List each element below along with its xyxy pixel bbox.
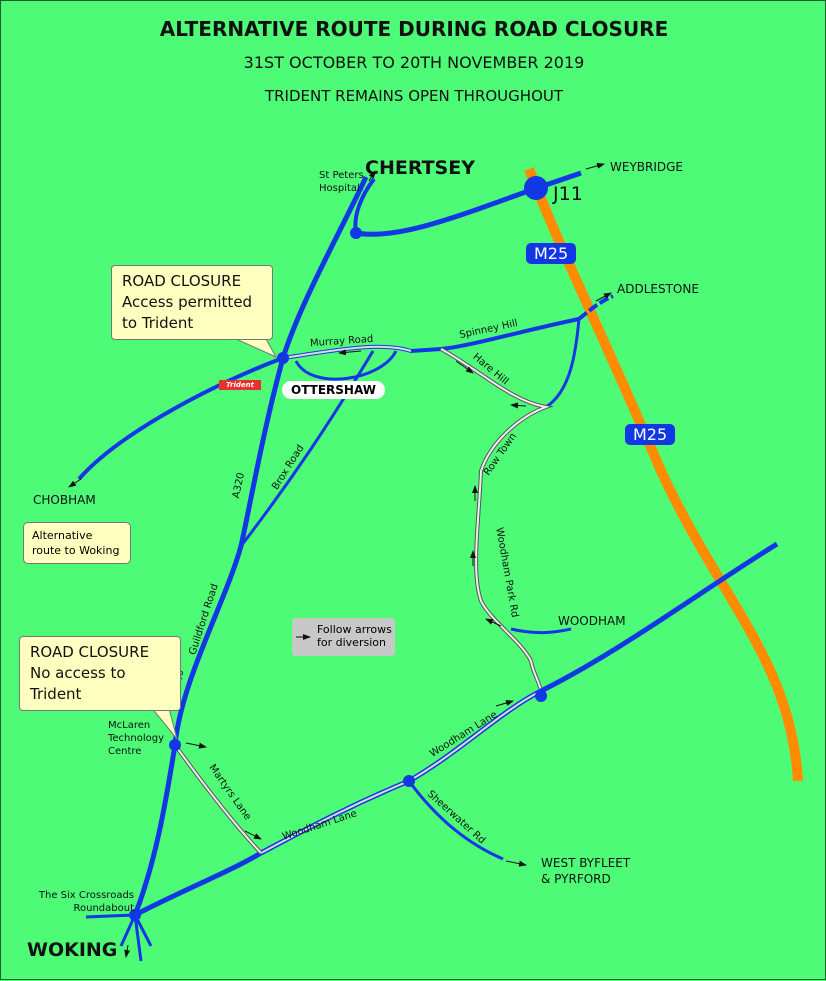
direction-arrow <box>585 162 605 170</box>
label-woking: WOKING <box>27 939 118 961</box>
chertsey-junction <box>350 227 362 239</box>
chobham-road <box>77 356 284 481</box>
diversion-arrow <box>510 402 527 409</box>
label-chobham: CHOBHAM <box>33 493 96 507</box>
legend-text: Follow arrows for diversion <box>317 623 392 649</box>
trident-logo: Trident <box>219 380 261 390</box>
label-addlestone: ADDLESTONE <box>617 282 699 296</box>
mclaren-junction <box>169 739 181 751</box>
m25-shield-south: M25 <box>625 424 676 445</box>
diversion-route <box>440 347 554 692</box>
label-west-byfleet: WEST BYFLEET & PYRFORD <box>541 856 631 886</box>
sheerwater-junction <box>403 775 415 787</box>
label-mclaren: McLaren Technology Centre <box>108 720 165 757</box>
spinney-loop <box>545 318 581 409</box>
diversion-arrow <box>244 830 262 840</box>
label-woodham: WOODHAM <box>558 614 626 628</box>
label-j11: J11 <box>553 183 583 205</box>
label-chertsey: CHERTSEY <box>365 157 475 179</box>
map-title: ALTERNATIVE ROUTE DURING ROAD CLOSURE <box>159 17 669 41</box>
label-ottershaw: OTTERSHAW <box>282 381 385 399</box>
direction-arrow <box>505 860 527 867</box>
diversion-arrow <box>185 742 207 749</box>
closure-callout-ottershaw: ROAD CLOSURE Access permitted to Trident <box>111 265 273 340</box>
six-crossroads-roundabout <box>129 909 141 921</box>
direction-arrow <box>124 944 131 958</box>
direction-arrow <box>68 478 82 488</box>
label-six-crossroads: The Six Crossroads Roundabout <box>38 890 134 914</box>
label-st-peters: St Peters Hospital <box>319 170 364 194</box>
direction-arrow <box>595 292 612 302</box>
sheerwater-road <box>407 780 504 861</box>
diversion-arrow <box>455 360 474 374</box>
legend: Follow arrows for diversion <box>292 618 395 656</box>
woodham-road <box>510 627 572 635</box>
ottershaw-loop <box>294 350 398 381</box>
legend-arrow-icon <box>296 634 311 640</box>
closure-callout-mclaren: ROAD CLOSURE No access to Trident <box>19 636 181 711</box>
trident-open-note: TRIDENT REMAINS OPEN THROUGHOUT <box>264 87 564 105</box>
diversion-arrow <box>338 349 362 356</box>
j11-junction <box>524 176 548 200</box>
woodham-junction <box>535 690 547 702</box>
direction-arrow <box>368 170 376 182</box>
ottershaw-junction <box>277 352 289 364</box>
woodham-lane <box>133 541 779 918</box>
diversion-arrow <box>495 700 514 707</box>
label-weybridge: WEYBRIDGE <box>610 160 684 174</box>
m25-shield-north: M25 <box>526 243 577 264</box>
addlestone-road <box>577 294 614 321</box>
murray-road-diversion <box>282 345 412 359</box>
closure-dates: 31ST OCTOBER TO 20TH NOVEMBER 2019 <box>243 53 585 72</box>
woking-spokes <box>85 913 153 962</box>
diversion-arrow <box>485 618 502 627</box>
chobham-note: Alternative route to Woking <box>23 522 131 564</box>
